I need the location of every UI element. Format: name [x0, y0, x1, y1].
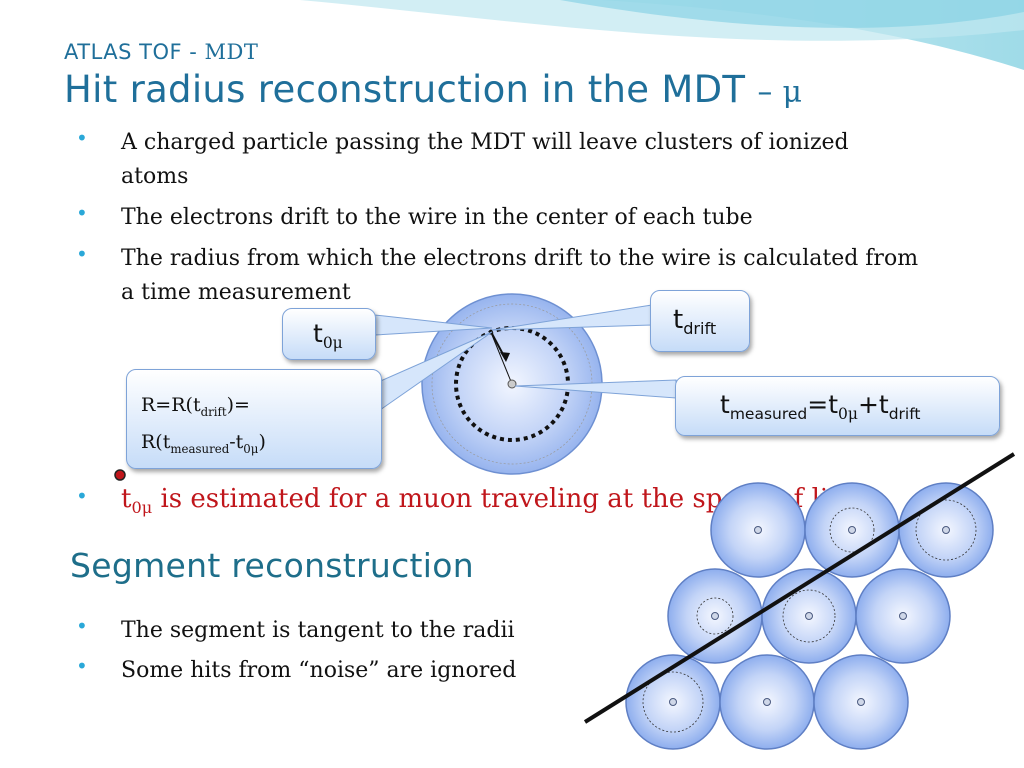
drift-radius [915, 499, 977, 561]
wire [942, 526, 950, 534]
bullet-dot-icon: • [76, 654, 88, 678]
title-mu: μ [782, 75, 803, 110]
t0-t: t [313, 319, 323, 348]
wire [763, 698, 771, 706]
bullet-dot-icon: • [76, 484, 88, 508]
red-t: t [121, 484, 132, 514]
wire [805, 612, 813, 620]
bullet-dot-icon: • [76, 614, 88, 638]
subtitle-prefix: ATLAS TOF - [64, 40, 205, 64]
tm-t: t [720, 390, 730, 419]
tdrift-callout: tdrift [650, 290, 750, 352]
tm-eq: =t [807, 390, 839, 419]
r-l2sub1: measured [170, 441, 230, 456]
drift-arrowhead [500, 352, 510, 362]
r-l2c: ) [258, 430, 266, 453]
bullet-3-line1: The radius from which the electrons drif… [121, 246, 919, 271]
bullet-dot-icon: • [76, 242, 88, 266]
wire [669, 698, 677, 706]
tdrift-sub: drift [683, 319, 717, 339]
title-dash: – [757, 75, 783, 110]
tm-plus: +t [857, 390, 889, 419]
slide-title: Hit radius reconstruction in the MDT – μ [64, 68, 802, 111]
header-wave-decoration [0, 0, 1024, 70]
tdrift-t: t [673, 305, 684, 335]
radius-formula-callout: R=R(tdrift)= R(tmeasured-t0μ) [126, 369, 382, 469]
wire-dot [507, 379, 517, 389]
wire [857, 698, 865, 706]
segment-bullet-2: Some hits from “noise” are ignored [121, 658, 517, 683]
radius-line-1: R=R(tdrift)= [141, 390, 266, 427]
t0-callout: t0μ [282, 308, 376, 360]
title-main: Hit radius reconstruction in the MDT [64, 68, 758, 111]
r-l2b: -t [229, 430, 244, 453]
r-l1sub: drift [200, 404, 227, 419]
wire [848, 526, 856, 534]
red-marker [114, 469, 126, 481]
slide-subtitle: ATLAS TOF - MDT [64, 40, 258, 64]
wire [899, 612, 907, 620]
section-heading-segment: Segment reconstruction [70, 546, 474, 585]
drift-radius [782, 589, 836, 643]
r-l2sub2: 0μ [243, 441, 259, 456]
subtitle-mdt: MDT [204, 40, 259, 64]
r-l1a: R=R(t [141, 394, 201, 416]
bullet-1-text: A charged particle passing the MDT will … [121, 126, 849, 194]
bullet-dot-icon: • [76, 201, 88, 225]
bullet-1-line2: atoms [121, 164, 189, 189]
segment-bullet-1: The segment is tangent to the radii [121, 618, 515, 643]
radius-line-2: R(tmeasured-t0μ) [141, 427, 266, 464]
r-l2a: R(t [141, 430, 171, 453]
segment-track-line [583, 452, 1016, 724]
radius-line [489, 329, 513, 385]
bullet-2-text: The electrons drift to the wire in the c… [121, 205, 753, 230]
t0-sub: 0μ [322, 334, 343, 352]
red-sub: 0μ [131, 498, 153, 518]
bullet-1-line1: A charged particle passing the MDT will … [121, 130, 849, 155]
bullet-dot-icon: • [76, 126, 88, 150]
drift-radius [696, 597, 734, 635]
bullet-3-line2: a time measurement [121, 280, 351, 305]
r-l1b: )= [226, 394, 250, 416]
tm-sub2: 0μ [838, 405, 858, 423]
bullet-3-text: The radius from which the electrons drif… [121, 242, 918, 310]
tm-sub1: measured [729, 405, 808, 423]
tm-sub3: drift [888, 405, 921, 423]
wire [711, 612, 719, 620]
tmeasured-callout: tmeasured=t0μ+tdrift [675, 376, 1000, 436]
wire [754, 526, 762, 534]
drift-radius [829, 507, 875, 553]
drift-radius [642, 671, 704, 733]
